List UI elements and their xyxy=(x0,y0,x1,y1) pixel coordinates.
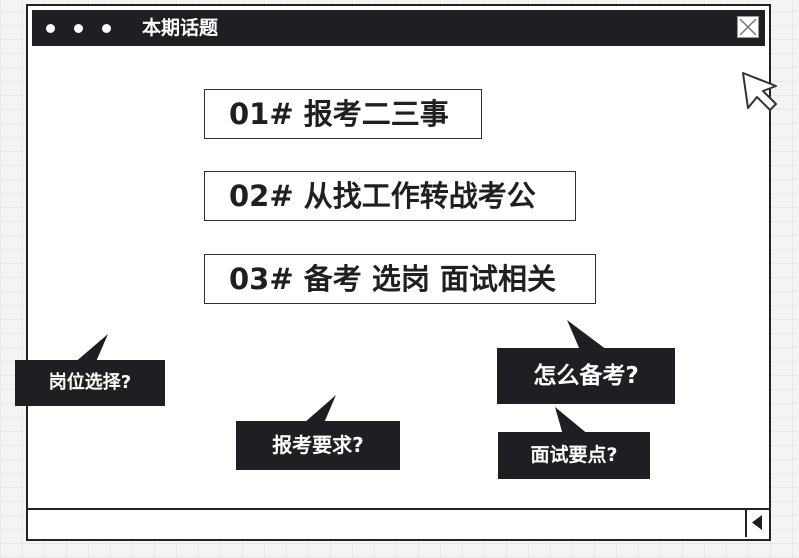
close-icon xyxy=(739,18,757,36)
close-button[interactable] xyxy=(737,16,759,38)
scroll-left-button[interactable] xyxy=(745,510,769,537)
window-dot-icon xyxy=(74,24,83,33)
bubble-how-to-prepare: 怎么备考? xyxy=(497,348,675,404)
bubble-tail xyxy=(555,407,589,435)
topic-item-3[interactable]: 03# 备考 选岗 面试相关 xyxy=(204,254,596,304)
topic-item-1[interactable]: 01# 报考二三事 xyxy=(204,89,482,139)
bubble-tail xyxy=(304,395,336,423)
bubble-position-choice: 岗位选择? xyxy=(15,360,165,406)
window-title: 本期话题 xyxy=(142,17,219,39)
bubble-tail xyxy=(567,320,607,350)
bubble-interview-points: 面试要点? xyxy=(498,432,650,479)
bubble-tail xyxy=(73,334,108,364)
title-bar: 本期话题 xyxy=(32,10,765,46)
triangle-left-icon xyxy=(752,515,762,530)
cursor-icon xyxy=(742,72,777,111)
window-dot-icon xyxy=(46,24,55,33)
app-window: 本期话题 01# 报考二三事 02# 从找工作转战考公 03# 备考 选岗 面试… xyxy=(26,4,771,541)
window-dot-icon xyxy=(102,24,111,33)
status-bar xyxy=(28,508,769,539)
topic-item-2[interactable]: 02# 从找工作转战考公 xyxy=(204,171,576,221)
bubble-requirements: 报考要求? xyxy=(236,421,400,470)
